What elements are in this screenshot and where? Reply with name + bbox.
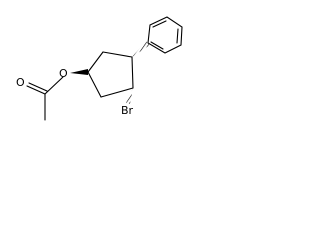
carbonyl-oxygen-label: O <box>16 76 25 89</box>
bond-o-carbonyl-c <box>44 76 64 95</box>
phenyl-double-bond-3 <box>150 41 164 50</box>
ring-bond-c1-c2 <box>87 51 104 73</box>
bromine-label: Br <box>121 104 134 117</box>
molecule-drawing: O O Br <box>0 0 215 136</box>
ring-bond-c5-c1 <box>87 71 102 98</box>
acetate-group <box>26 76 64 121</box>
ring-bond-c4-c5 <box>100 87 134 98</box>
ester-oxygen-label: O <box>59 67 68 80</box>
phenyl-ring <box>147 16 183 54</box>
ring-bond-c2-c3 <box>102 51 133 58</box>
carbonyl-double-bond-a <box>26 85 46 95</box>
carbonyl-double-bond-b <box>28 82 48 92</box>
structure-svg: O O Br <box>16 16 183 121</box>
cyclopentane-ring <box>87 51 134 98</box>
hash-bond-c4-br <box>126 88 133 104</box>
phenyl-double-bond-1 <box>152 20 167 28</box>
phenyl-hexagon <box>147 16 183 54</box>
ring-bond-c3-c4 <box>131 56 134 89</box>
hash-bond-c3-phenyl <box>132 41 150 57</box>
phenyl-double-bond-2 <box>176 28 179 44</box>
wedge-bond-c1-o <box>70 69 88 75</box>
